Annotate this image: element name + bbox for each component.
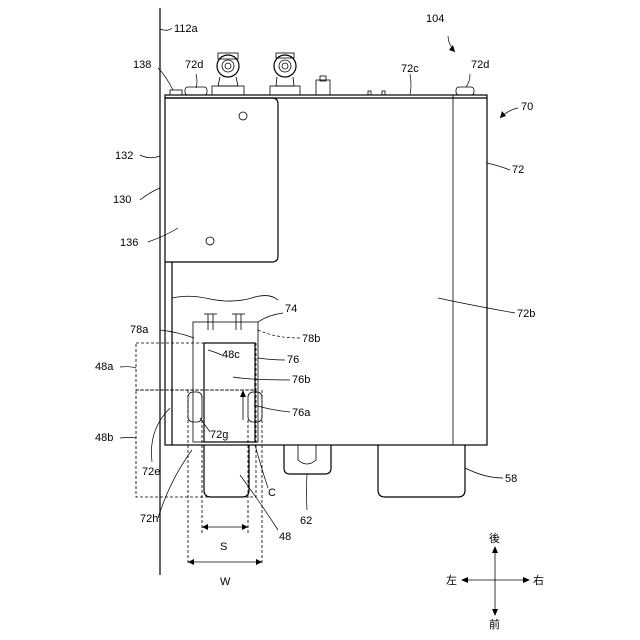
compass-right-label: 右 xyxy=(533,573,544,587)
frame-78 xyxy=(193,322,258,442)
label-78b: 78b xyxy=(302,333,320,345)
arrow-70 xyxy=(500,111,506,118)
zone-48b xyxy=(136,390,256,497)
label-62: 62 xyxy=(300,515,312,527)
pad-left xyxy=(188,392,202,422)
direction-compass xyxy=(461,546,530,616)
dim-s-arrow-right xyxy=(242,524,248,530)
part-62 xyxy=(284,445,331,474)
knob-right xyxy=(270,53,300,95)
dim-w-arrow-right xyxy=(256,559,262,565)
label-130: 130 xyxy=(113,194,131,206)
label-c: C xyxy=(268,487,276,499)
tray-48 xyxy=(204,445,249,497)
arrow-104 xyxy=(449,45,455,52)
label-48: 48 xyxy=(279,531,291,543)
label-78a: 78a xyxy=(130,324,149,336)
label-48a: 48a xyxy=(95,361,114,373)
label-76a: 76a xyxy=(292,407,311,419)
label-74: 74 xyxy=(285,303,297,315)
label-76: 76 xyxy=(287,354,299,366)
label-104: 104 xyxy=(426,13,444,25)
compass-back-label: 後 xyxy=(489,531,500,545)
label-48b: 48b xyxy=(95,432,113,444)
label-112a: 112a xyxy=(174,23,199,35)
screw-bottom xyxy=(206,237,214,245)
panel-136 xyxy=(165,98,278,262)
label-138: 138 xyxy=(133,59,151,71)
label-72g: 72g xyxy=(210,429,228,441)
label-72d-left: 72d xyxy=(185,59,203,71)
housing-72 xyxy=(165,95,487,445)
compass-front-label: 前 xyxy=(489,617,500,631)
label-72: 72 xyxy=(512,164,524,176)
part-58 xyxy=(378,445,465,497)
break-line-74 xyxy=(172,296,278,302)
label-72b: 72b xyxy=(517,308,535,320)
part-62-inner xyxy=(298,445,316,464)
dim-w-arrow-left xyxy=(188,559,194,565)
fitting-72d-left xyxy=(185,87,207,95)
screw-top xyxy=(239,112,247,120)
label-70: 70 xyxy=(521,101,533,113)
label-76b: 76b xyxy=(292,374,310,386)
label-72c: 72c xyxy=(401,63,419,75)
connector xyxy=(316,80,330,95)
label-72e: 72e xyxy=(142,466,160,478)
label-72h: 72h xyxy=(140,513,158,525)
dim-s-arrow-left xyxy=(202,524,208,530)
compass-left-label: 左 xyxy=(446,574,457,587)
label-58: 58 xyxy=(505,473,517,485)
label-w: W xyxy=(220,576,231,588)
fitting-72d-right xyxy=(456,87,474,95)
knob-left xyxy=(212,53,244,95)
part-138 xyxy=(170,90,182,95)
label-s: S xyxy=(220,541,227,553)
flow-arrow-76a-head xyxy=(240,390,246,397)
leader-lines xyxy=(120,28,518,530)
label-132: 132 xyxy=(115,150,133,162)
label-72d-right: 72d xyxy=(471,59,489,71)
label-136: 136 xyxy=(120,237,138,249)
label-48c: 48c xyxy=(222,349,240,361)
